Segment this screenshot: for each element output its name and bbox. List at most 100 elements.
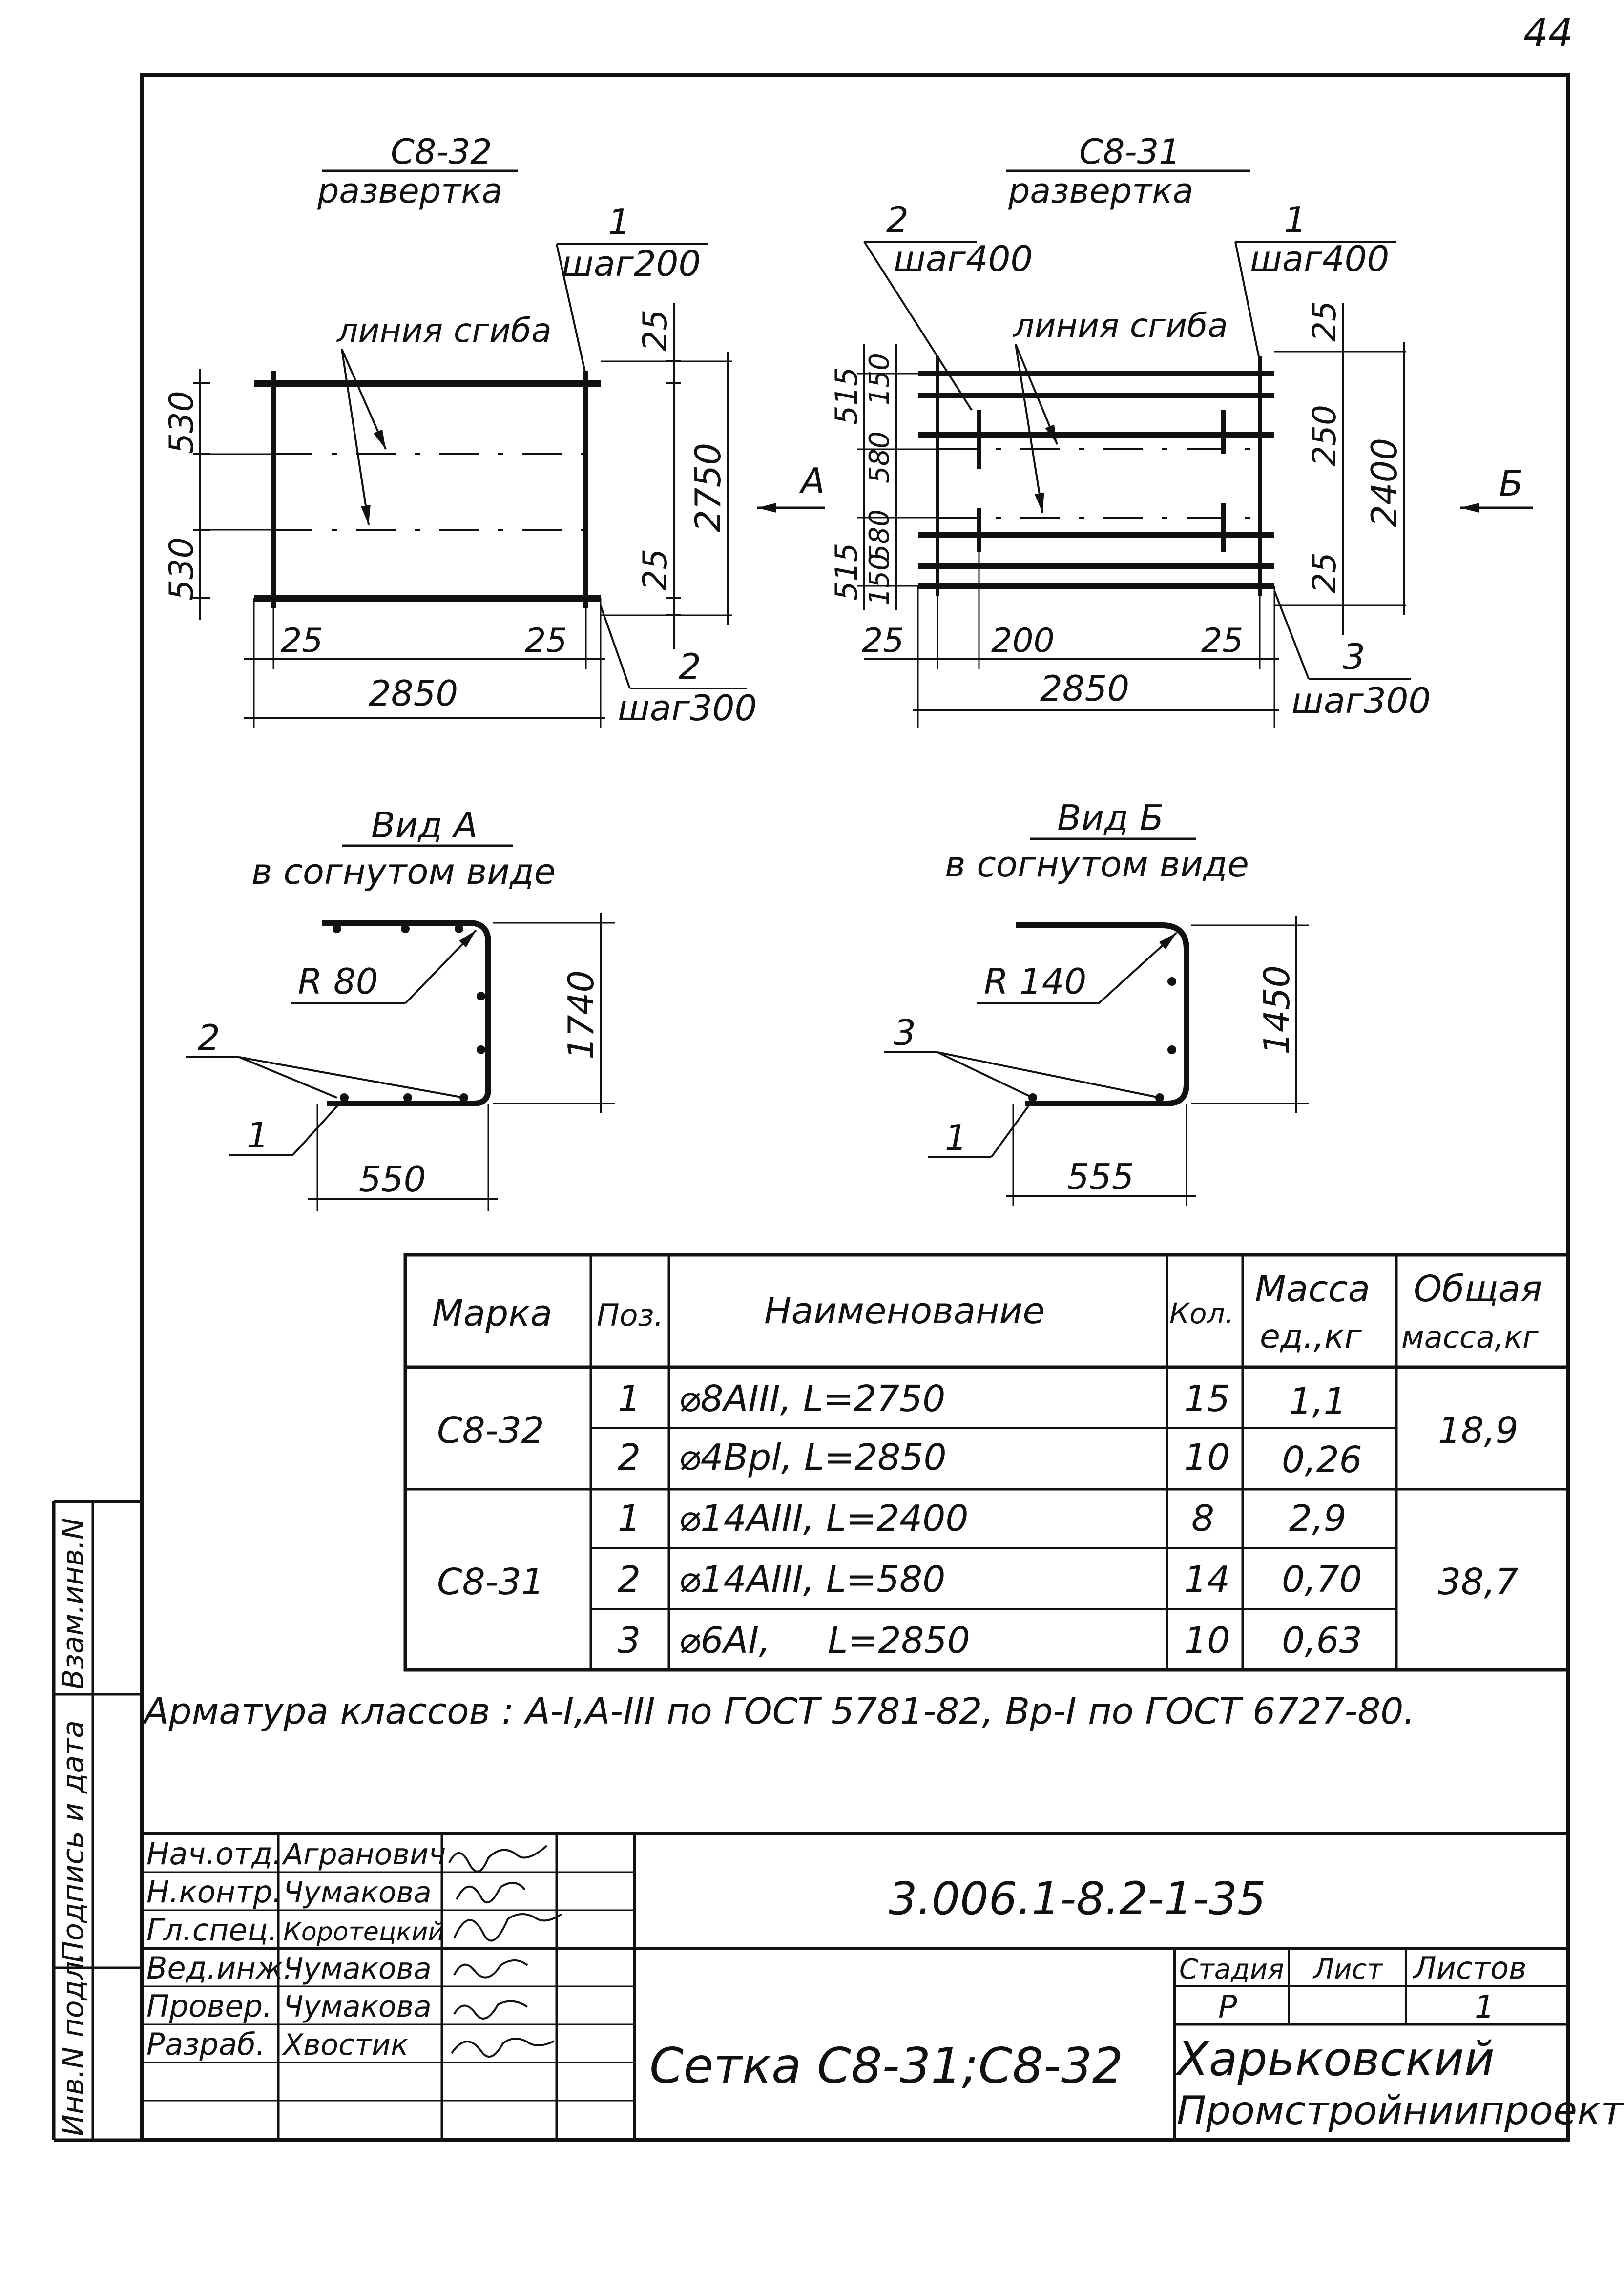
view-a-radius: R 80 [298, 961, 378, 1002]
c8-31-dim-515-bottom: 515 [829, 543, 864, 601]
table-row-mark: С8-32 [437, 1410, 544, 1452]
sheet-label: Лист [1312, 1954, 1383, 1985]
c8-32-dim-2750: 2750 [687, 443, 729, 532]
title-role: Гл.спец. [146, 1912, 278, 1948]
table-row-pos: 3 [618, 1620, 641, 1662]
title-block: Нач.отд. Агранович Н.контр. Чумакова Гл.… [142, 1832, 1624, 2140]
c8-31-dim-25-right: 25 [1201, 622, 1244, 660]
signature-marks [448, 1845, 562, 2058]
table-row-mass: 0,70 [1282, 1559, 1362, 1601]
sheet-number: 44 [1523, 10, 1573, 56]
view-b-radius: R 140 [984, 961, 1086, 1002]
c8-31-subtitle: развертка [1008, 171, 1193, 211]
table-row-mass: 1,1 [1289, 1380, 1347, 1422]
title-role: Нач.отд. [146, 1836, 282, 1872]
c8-32-dim-2850: 2850 [369, 673, 458, 714]
title-role: Вед.инж. [146, 1950, 293, 1986]
table-row-name: ⌀6AI, L=2850 [679, 1620, 970, 1662]
drawing-name: Сетка С8-31;С8-32 [649, 2037, 1123, 2094]
side-stamp-inv-podl: Инв.N подл. [56, 1952, 90, 2136]
c8-31-dim-25-bottom: 25 [1306, 552, 1343, 593]
c8-31-callout-3-step: шаг300 [1291, 680, 1431, 721]
th-qty: Кол. [1169, 1297, 1234, 1330]
c8-31-dim-150-top: 150 [864, 353, 895, 405]
c8-31-callout-3-pos: 3 [1343, 636, 1365, 677]
table-row-qty: 10 [1184, 1620, 1230, 1662]
table-row-mass: 0,63 [1282, 1620, 1362, 1662]
table-row-mass: 2,9 [1289, 1498, 1347, 1540]
view-b-title: Вид Б [1057, 797, 1164, 838]
sheets-label: Листов [1413, 1950, 1527, 1986]
c8-32-dim-25-left: 25 [281, 622, 323, 660]
c8-31-dim-200: 200 [991, 622, 1055, 660]
table-row-mark: С8-31 [437, 1561, 544, 1603]
view-b-width: 555 [1067, 1156, 1134, 1197]
table-row-name: ⌀14AIII, L=580 [679, 1559, 945, 1601]
table-row-pos: 2 [618, 1437, 641, 1479]
title-role: Провер. [146, 1988, 272, 2024]
view-b-subtitle: в согнутом виде [945, 844, 1249, 885]
th-mark: Марка [432, 1292, 552, 1334]
view-a-pos-2: 2 [198, 1017, 220, 1058]
table-row-name: ⌀14AIII, L=2400 [679, 1498, 968, 1540]
view-a-height: 1740 [561, 970, 602, 1060]
c8-31-dim-515-top: 515 [829, 367, 864, 425]
document-code: 3.006.1-8.2-1-35 [889, 1873, 1266, 1925]
view-a-subtitle: в согнутом виде [251, 851, 556, 892]
table-row-total: 18,9 [1438, 1410, 1519, 1452]
th-name: Наименование [764, 1290, 1045, 1332]
stage-value: Р [1218, 1989, 1237, 2025]
side-stamp: Инв.N подл. Подпись и дата Взам.инв.N [52, 1500, 142, 2142]
material-note: Арматура классов : А-I,А-III по ГОСТ 578… [142, 1690, 1415, 1732]
organization-name: Харьковский [1174, 2032, 1495, 2086]
c8-32-callout-2-step: шаг300 [618, 688, 757, 729]
table-row-total: 38,7 [1438, 1561, 1519, 1603]
title-role: Разраб. [146, 2026, 266, 2062]
th-pos: Поз. [597, 1297, 664, 1333]
c8-31-callout-1-step: шаг400 [1250, 238, 1389, 279]
c8-31-callout-2-step: шаг400 [894, 238, 1033, 279]
view-b-pos-3: 3 [894, 1012, 916, 1053]
c8-31-view-arrow: Б [1499, 463, 1523, 504]
th-mass-total-2: масса,кг [1401, 1319, 1539, 1355]
c8-32-view-arrow: А [799, 460, 825, 501]
c8-32-dim-530-top: 530 [163, 391, 201, 454]
table-row-qty: 15 [1184, 1378, 1230, 1420]
c8-32-title: С8-32 [391, 132, 492, 172]
side-stamp-replace-inv: Взам.инв.N [56, 1518, 90, 1689]
table-row-qty: 10 [1184, 1437, 1230, 1479]
title-person: Чумакова [283, 1952, 432, 1986]
view-b: Вид Б в согнутом виде R 140 1450 3 1 555 [884, 797, 1309, 1206]
c8-31-dim-2850: 2850 [1040, 668, 1129, 709]
c8-31-bend-label: линия сгиба [1012, 307, 1228, 345]
table-row-pos: 1 [618, 1498, 641, 1540]
c8-32-bend-label: линия сгиба [336, 312, 552, 350]
c8-32-dim-530-bottom: 530 [163, 537, 201, 601]
table-row-pos: 2 [618, 1559, 641, 1601]
table-row-qty: 8 [1191, 1498, 1214, 1540]
side-stamp-signature-date: Подпись и дата [56, 1720, 90, 1963]
title-person: Агранович [281, 1837, 446, 1872]
drawing-frame [140, 73, 1570, 2142]
c8-31-dim-25-top: 25 [1306, 301, 1343, 342]
sheets-value: 1 [1475, 1989, 1495, 2025]
c8-32-callout-1-pos: 1 [608, 202, 630, 243]
c8-31-title: С8-31 [1079, 132, 1181, 172]
title-person: Коротецкий [283, 1917, 444, 1947]
view-a-width: 550 [359, 1159, 426, 1200]
c8-32-subtitle: развертка [317, 171, 502, 211]
table-row-mass: 0,26 [1282, 1439, 1362, 1481]
view-a: Вид А в согнутом виде R 80 1740 2 1 550 [186, 805, 615, 1211]
c8-31-dim-150-bottom: 150 [864, 553, 895, 605]
spec-table: Марка Поз. Наименование Кол. Масса ед.,к… [403, 1253, 1570, 1672]
title-person: Чумакова [283, 1990, 432, 2024]
view-a-pos-1: 1 [247, 1115, 269, 1156]
c8-32-dim-25-bottom: 25 [636, 548, 675, 591]
th-mass-unit-1: Масса [1255, 1268, 1370, 1310]
table-row-qty: 14 [1184, 1559, 1230, 1601]
table-row-name: ⌀4Bpl, L=2850 [679, 1437, 947, 1479]
c8-32-callout-2-pos: 2 [679, 646, 701, 687]
c8-31-dim-580-top: 580 [864, 431, 895, 483]
view-a-title: Вид А [371, 805, 478, 846]
